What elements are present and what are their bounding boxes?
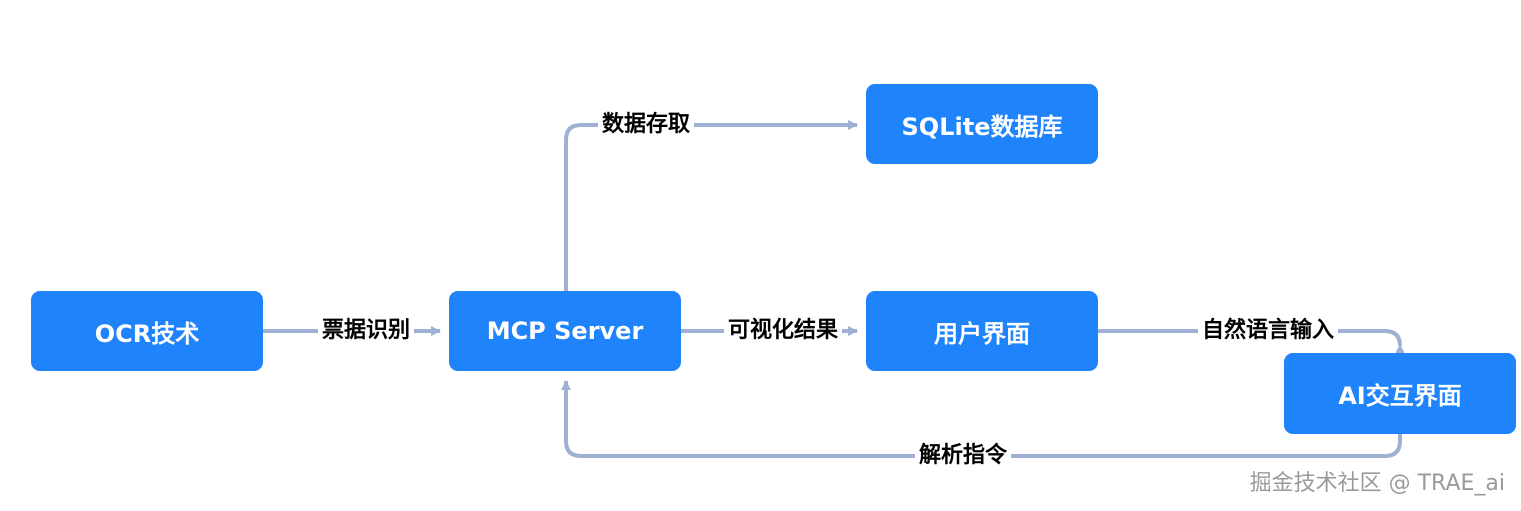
node-user-interface: 用户界面	[866, 291, 1098, 371]
edge-label-ocr-to-mcp: 票据识别	[317, 316, 415, 346]
edge-label-mcp-to-sqlite: 数据存取	[597, 110, 695, 140]
node-ocr: OCR技术	[31, 291, 263, 371]
edge-mcp-to-sqlite	[564, 120, 858, 292]
edge-label-ai-to-mcp: 解析指令	[914, 441, 1012, 471]
watermark: 掘金技术社区 @ TRAE_ai	[1249, 471, 1505, 496]
edge-ui-to-ai	[1098, 329, 1405, 354]
node-mcp-server: MCP Server	[449, 291, 681, 371]
edge-label-mcp-to-ui: 可视化结果	[723, 316, 843, 346]
node-ai-interface: AI交互界面	[1284, 353, 1516, 434]
edge-label-ui-to-ai: 自然语言输入	[1197, 316, 1339, 346]
node-sqlite: SQLite数据库	[866, 84, 1098, 164]
